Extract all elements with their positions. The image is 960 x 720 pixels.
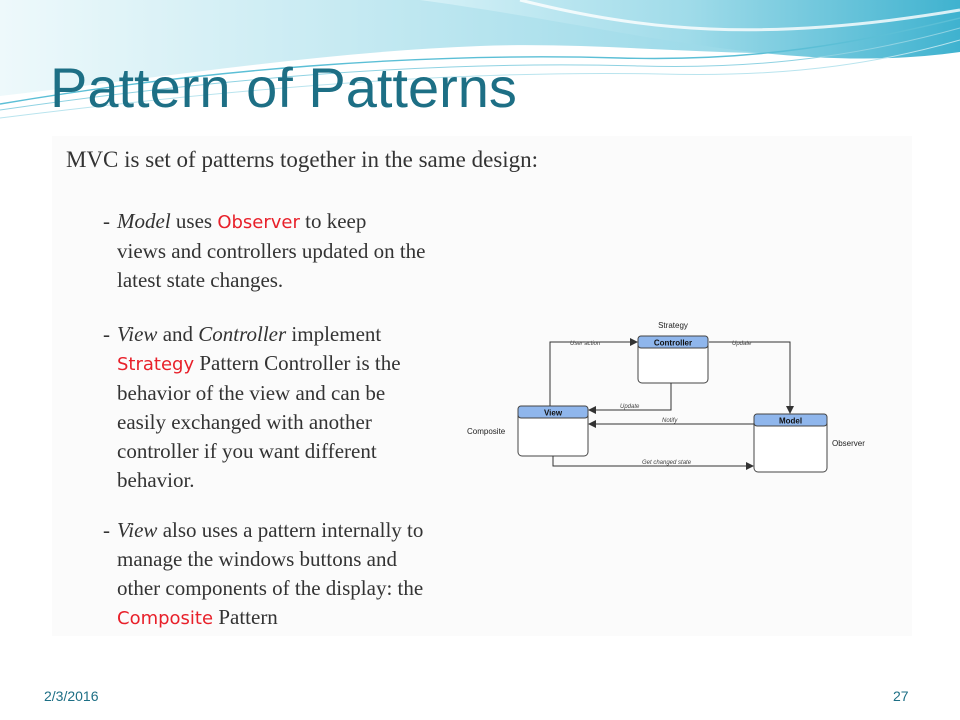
- update-view-label: Update: [620, 404, 640, 410]
- slide-title: Pattern of Patterns: [50, 56, 517, 119]
- user-action-label: User action: [570, 341, 601, 347]
- bullet-composite: - View also uses a pattern internally to…: [103, 516, 483, 633]
- em-model: Model: [117, 209, 171, 233]
- decorative-wave-banner: [0, 0, 960, 119]
- model-box: Model: [753, 413, 828, 473]
- em-controller: Controller: [198, 322, 287, 346]
- controller-label: Controller: [654, 339, 692, 348]
- bullet-observer: - Model uses Observer to keep views and …: [103, 207, 483, 295]
- bullet-line: View and Controller implement: [103, 320, 483, 349]
- pattern-strategy: Strategy: [117, 354, 195, 375]
- page-number: 27: [893, 688, 909, 704]
- bullet-line: Composite Pattern: [103, 603, 483, 633]
- pattern-composite: Composite: [117, 608, 214, 629]
- controller-box: Controller: [637, 335, 709, 384]
- bullet-line: other components of the display: the: [117, 576, 424, 600]
- bullet-dash: -: [103, 518, 110, 542]
- em-view: View: [117, 322, 158, 346]
- text-span: Pattern: [213, 605, 278, 629]
- bullet-line: Model uses Observer to keep: [103, 207, 483, 237]
- intro-text: MVC is set of patterns together in the s…: [66, 147, 539, 172]
- bullet-line: View also uses a pattern internally to: [103, 516, 483, 545]
- model-label: Model: [779, 417, 802, 426]
- text-span: implement: [286, 322, 382, 346]
- arrow-update-model: Update: [709, 341, 794, 414]
- text-span: and: [157, 322, 199, 346]
- arrow-notify: Notify: [588, 418, 754, 428]
- bullet-line: manage the windows buttons and: [117, 547, 397, 571]
- bullet-line: behavior.: [117, 468, 195, 492]
- em-view: View: [117, 518, 158, 542]
- arrow-get-state: Get changed state: [552, 456, 754, 470]
- view-box: View: [517, 405, 589, 457]
- notify-label: Notify: [662, 418, 678, 424]
- bullet-dash: -: [103, 322, 110, 346]
- update-model-label: Update: [732, 341, 752, 347]
- content-panel: [52, 136, 912, 636]
- bullet-line: easily exchanged with another: [117, 410, 372, 434]
- text-span: also uses a pattern internally to: [157, 518, 424, 542]
- composite-label: Composite: [467, 427, 506, 436]
- pattern-observer: Observer: [217, 212, 300, 233]
- mvc-diagram: Controller View Model Strategy Composite…: [467, 321, 865, 473]
- bullet-dash: -: [103, 209, 110, 233]
- bullet-strategy: - View and Controller implement Strategy…: [103, 320, 483, 495]
- observer-label: Observer: [832, 439, 865, 448]
- bullet-line: latest state changes.: [117, 268, 284, 292]
- bullet-line: controller if you want different: [117, 439, 377, 463]
- bullet-line: Strategy Pattern Controller is the: [103, 349, 483, 379]
- text-span: Pattern Controller is the: [194, 351, 401, 375]
- text-span: uses: [170, 209, 218, 233]
- footer-date: 2/3/2016: [44, 688, 99, 704]
- text-span: to keep: [299, 209, 367, 233]
- get-state-label: Get changed state: [642, 460, 692, 466]
- bullet-line: behavior of the view and can be: [117, 381, 386, 405]
- strategy-label: Strategy: [658, 321, 688, 330]
- arrow-update-view: Update: [588, 383, 672, 414]
- arrow-user-action: User action: [549, 338, 638, 406]
- bullet-line: views and controllers updated on the: [117, 239, 426, 263]
- view-label: View: [544, 409, 563, 418]
